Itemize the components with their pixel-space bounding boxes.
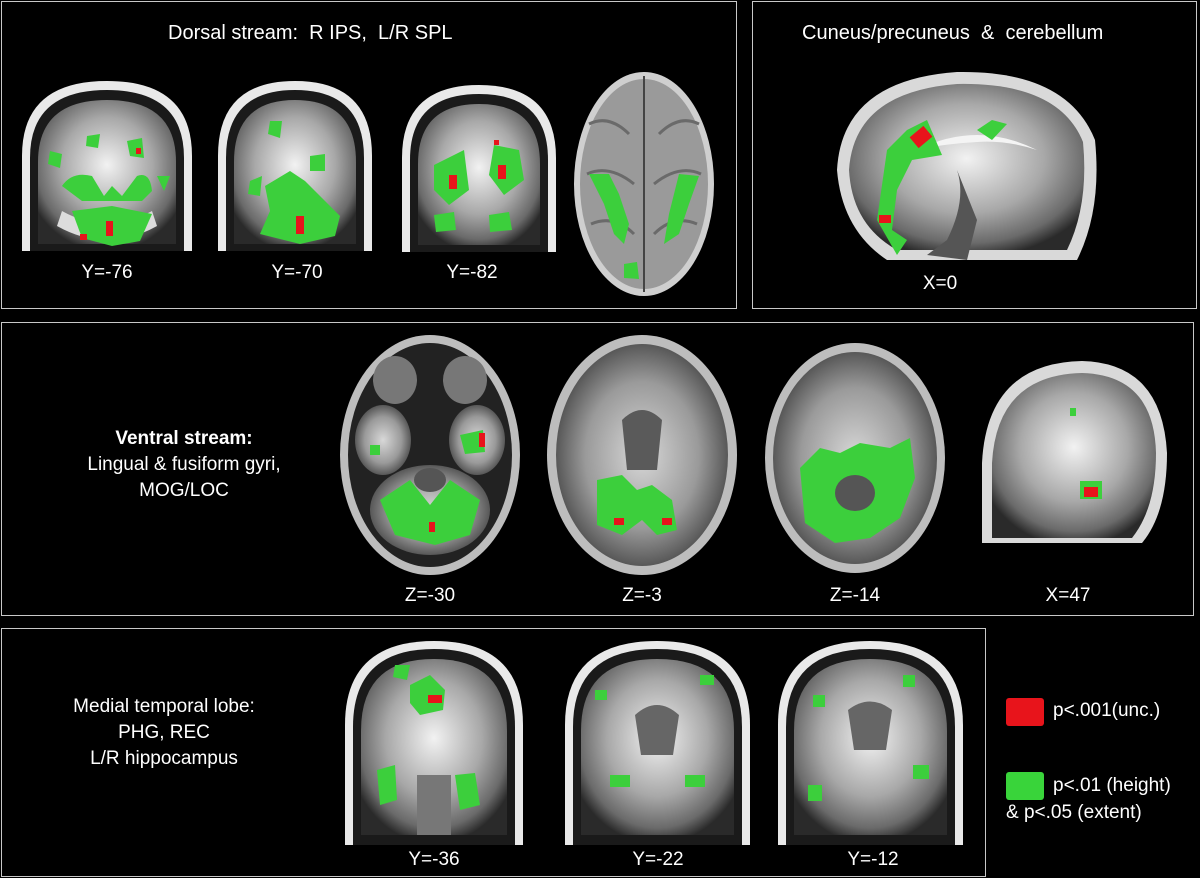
- slice-label: X=0: [922, 273, 958, 294]
- axial-slice-z-14: [765, 343, 945, 573]
- dorsal-stream-title: Dorsal stream: R IPS, L/R SPL: [168, 22, 453, 44]
- axial-slice-z-3: [547, 335, 737, 575]
- coronal-slice-y-36: [345, 641, 523, 845]
- sagittal-slice-x0: [837, 71, 1097, 260]
- mtl-panel: Medial temporal lobe: PHG, REC L/R hippo…: [1, 628, 986, 877]
- slice-label: Z=-30: [404, 585, 456, 606]
- mtl-description: Medial temporal lobe: PHG, REC L/R hippo…: [34, 694, 294, 772]
- slice-label: Y=-36: [408, 849, 460, 870]
- ventral-stream-line3: MOG/LOC: [139, 480, 229, 501]
- slice-label: Y=-82: [446, 262, 498, 283]
- axial-slice-z-30: [340, 335, 520, 575]
- coronal-slice-y-12: [778, 641, 963, 845]
- slice-label: Z=-3: [622, 585, 662, 606]
- cuneus-title: Cuneus/precuneus & cerebellum: [802, 22, 1104, 44]
- slice-label: Y=-22: [632, 849, 684, 870]
- mtl-line1: Medial temporal lobe:: [73, 696, 255, 717]
- legend-red-label: p<.001(unc.): [1053, 700, 1161, 721]
- ventral-stream-line2: Lingual & fusiform gyri,: [87, 454, 281, 475]
- ventral-stream-panel: Ventral stream: Lingual & fusiform gyri,…: [1, 322, 1194, 616]
- slice-label: Z=-14: [829, 585, 881, 606]
- dorsal-stream-panel: Dorsal stream: R IPS, L/R SPL Y=-76: [1, 1, 737, 309]
- ventral-stream-heading: Ventral stream:: [115, 428, 253, 449]
- sagittal-slice-x47: [982, 361, 1167, 543]
- legend-green-label-1: p<.01 (height): [1053, 775, 1171, 796]
- slice-label: Y=-76: [81, 262, 133, 283]
- cuneus-panel: Cuneus/precuneus & cerebellum X=0: [752, 1, 1197, 309]
- legend-green-swatch: [1006, 772, 1044, 800]
- axial-top-view: [574, 72, 714, 296]
- coronal-slice-y-76: [22, 81, 192, 251]
- legend-red-swatch: [1006, 698, 1044, 726]
- slice-label: Y=-12: [847, 849, 899, 870]
- coronal-slice-y-22: [565, 641, 750, 845]
- mtl-line2: PHG, REC: [118, 722, 210, 743]
- coronal-slice-y-70: [218, 81, 372, 251]
- ventral-stream-description: Ventral stream: Lingual & fusiform gyri,…: [54, 426, 314, 504]
- legend-green-label-2: & p<.05 (extent): [1006, 802, 1142, 823]
- slice-label: Y=-70: [271, 262, 323, 283]
- coronal-slice-y-82: [402, 85, 556, 252]
- mtl-line3: L/R hippocampus: [90, 748, 238, 769]
- slice-label: X=47: [1045, 585, 1091, 606]
